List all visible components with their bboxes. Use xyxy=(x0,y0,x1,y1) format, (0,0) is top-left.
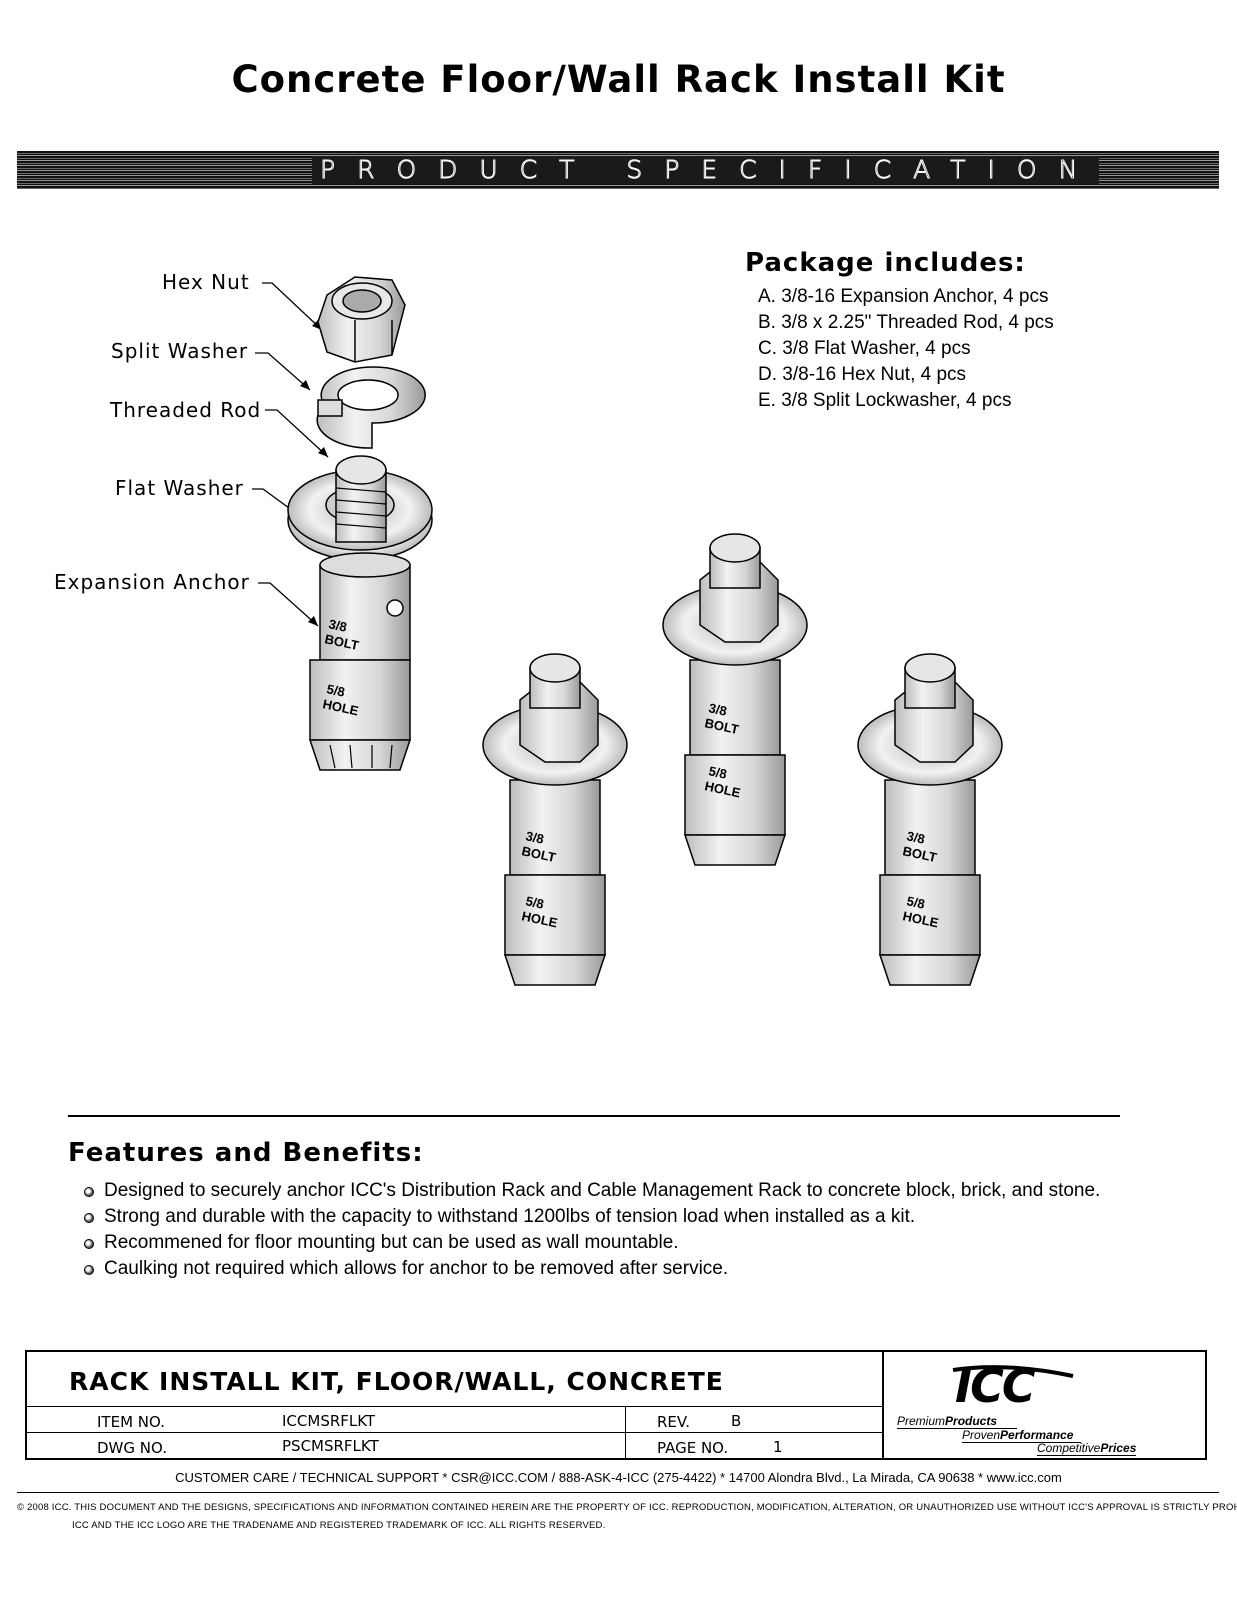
threaded-rod-leader xyxy=(265,409,329,458)
trademark-notice: ICC AND THE ICC LOGO ARE THE TRADENAME A… xyxy=(72,1520,606,1531)
customer-care-line: CUSTOMER CARE / TECHNICAL SUPPORT * CSR@… xyxy=(175,1470,1062,1485)
callout-flat-washer: Flat Washer xyxy=(115,476,244,500)
feature-item: Caulking not required which allows for a… xyxy=(82,1256,1100,1282)
page-no-value: 1 xyxy=(773,1438,783,1456)
package-list: A. 3/8-16 Expansion Anchor, 4 pcs B. 3/8… xyxy=(758,284,1054,414)
dwg-no-label: DWG NO. xyxy=(97,1439,167,1457)
callout-expansion-anchor: Expansion Anchor xyxy=(54,570,250,594)
title-block: RACK INSTALL KIT, FLOOR/WALL, CONCRETE I… xyxy=(25,1350,1207,1460)
svg-text:3/8: 3/8 xyxy=(905,828,926,846)
split-washer-part xyxy=(316,366,426,449)
hex-nut-leader xyxy=(262,282,323,331)
callout-split-washer: Split Washer xyxy=(111,339,249,363)
icc-logo: ICC xyxy=(947,1359,1077,1415)
product-specification-bar: PRODUCT SPECIFICATION xyxy=(17,151,1219,189)
feature-item: Designed to securely anchor ICC's Distri… xyxy=(82,1178,1100,1204)
assembled-anchor-center xyxy=(662,533,808,866)
features-list: Designed to securely anchor ICC's Distri… xyxy=(82,1178,1100,1282)
package-item: A. 3/8-16 Expansion Anchor, 4 pcs xyxy=(758,286,1049,307)
svg-text:BOLT: BOLT xyxy=(323,631,360,653)
svg-text:BOLT: BOLT xyxy=(520,843,557,865)
section-divider xyxy=(68,1115,1120,1117)
package-item: B. 3/8 x 2.25" Threaded Rod, 4 pcs xyxy=(758,312,1054,333)
exploded-anchor-assembly xyxy=(287,455,433,771)
package-item: E. 3/8 Split Lockwasher, 4 pcs xyxy=(758,390,1012,411)
feature-item: Strong and durable with the capacity to … xyxy=(82,1204,1100,1230)
dwg-no-value: PSCMSRFLKT xyxy=(282,1437,379,1455)
assembled-anchor-left xyxy=(482,653,628,986)
svg-text:5/8: 5/8 xyxy=(524,893,545,911)
page-no-label: PAGE NO. xyxy=(657,1439,729,1457)
svg-text:BOLT: BOLT xyxy=(901,843,938,865)
rev-value: B xyxy=(731,1412,742,1430)
product-specification-label: PRODUCT SPECIFICATION xyxy=(312,155,1100,184)
exploded-view-diagram: 3/8 BOLT 5/8 HOLE 3/8 BOLT 5/8 HOLE 3/8 … xyxy=(252,276,1003,986)
rev-label: REV. xyxy=(657,1413,690,1431)
package-item: D. 3/8-16 Hex Nut, 4 pcs xyxy=(758,364,967,385)
svg-text:HOLE: HOLE xyxy=(520,908,559,930)
svg-text:5/8: 5/8 xyxy=(707,763,728,781)
split-washer-leader xyxy=(255,352,311,391)
svg-text:3/8: 3/8 xyxy=(327,616,348,634)
package-item: C. 3/8 Flat Washer, 4 pcs xyxy=(758,338,971,359)
item-no-label: ITEM NO. xyxy=(97,1413,165,1431)
footer-rule xyxy=(17,1492,1219,1493)
callout-hex-nut: Hex Nut xyxy=(162,270,250,294)
features-heading: Features and Benefits: xyxy=(68,1138,424,1168)
tagline-proven-performance: ProvenPerformance xyxy=(962,1428,1082,1443)
feature-item: Recommened for floor mounting but can be… xyxy=(82,1230,1100,1256)
tagline-premium-products: PremiumProducts xyxy=(897,1414,1018,1429)
svg-text:3/8: 3/8 xyxy=(707,700,728,718)
svg-text:3/8: 3/8 xyxy=(524,828,545,846)
svg-text:5/8: 5/8 xyxy=(905,893,926,911)
svg-text:BOLT: BOLT xyxy=(703,715,740,737)
svg-text:HOLE: HOLE xyxy=(901,908,940,930)
hex-nut-part xyxy=(317,276,406,363)
page-title: Concrete Floor/Wall Rack Install Kit xyxy=(231,58,1006,101)
item-no-value: ICCMSRFLKT xyxy=(282,1412,376,1430)
callout-threaded-rod: Threaded Rod xyxy=(110,398,262,422)
expansion-anchor-leader xyxy=(258,582,319,627)
tagline-competitive-prices: CompetitivePrices xyxy=(1037,1441,1137,1456)
copyright-notice: © 2008 ICC. THIS DOCUMENT AND THE DESIGN… xyxy=(17,1502,1237,1513)
svg-text:HOLE: HOLE xyxy=(703,778,742,800)
product-name: RACK INSTALL KIT, FLOOR/WALL, CONCRETE xyxy=(69,1367,724,1396)
svg-text:5/8: 5/8 xyxy=(325,681,346,699)
assembled-anchor-right xyxy=(857,653,1003,986)
svg-text:HOLE: HOLE xyxy=(321,696,360,718)
package-heading: Package includes: xyxy=(745,248,1026,278)
